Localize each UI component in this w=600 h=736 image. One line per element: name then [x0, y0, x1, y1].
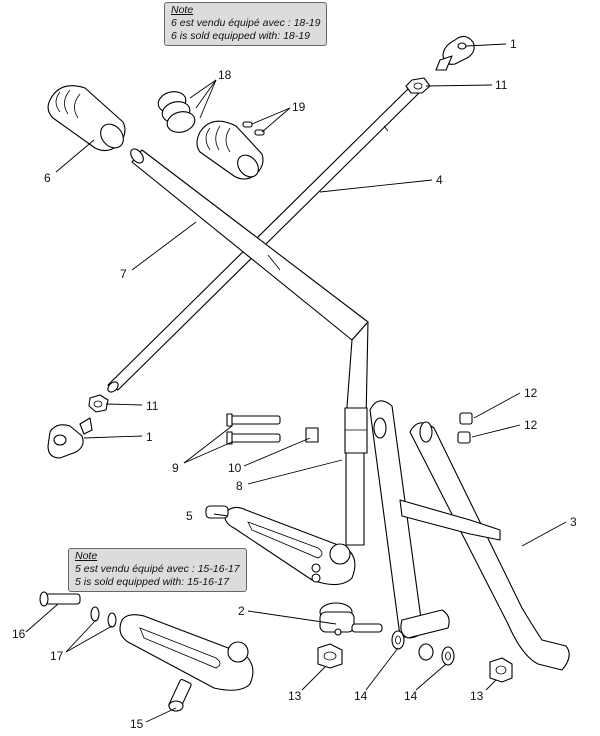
callout-labels: 1 11 18 19 6 4 7 11 1 12 12 9 10 8 5 3 2… — [12, 37, 577, 731]
callout-8: 8 — [236, 479, 243, 493]
note-line-english: 6 is sold equipped with: 18-19 — [171, 30, 310, 42]
part-17-washers — [90, 606, 117, 628]
part-19-pins — [242, 121, 265, 136]
note-heading: Note — [75, 550, 98, 562]
part-13-nut-right — [489, 657, 513, 683]
callout-10: 10 — [228, 461, 242, 475]
callout-1-bottom: 1 — [146, 430, 153, 444]
note-heading: Note — [171, 4, 194, 16]
callout-14-left: 14 — [354, 689, 368, 703]
callout-9: 9 — [172, 461, 179, 475]
callout-14-right: 14 — [404, 689, 418, 703]
callout-1-top: 1 — [510, 37, 517, 51]
part-12-nuts — [457, 412, 473, 444]
leader-lines — [25, 43, 567, 723]
part-6-grip-left — [47, 85, 126, 152]
callout-13-left: 13 — [288, 689, 302, 703]
part-5-arm-upper — [205, 505, 356, 586]
note-box-top: Note 6 est vendu équipé avec : 18-19 6 i… — [164, 2, 328, 46]
part-15-bolt — [168, 678, 192, 712]
note-line-english: 5 is sold equipped with: 15-16-17 — [75, 576, 230, 588]
callout-11-bottom: 11 — [146, 399, 159, 413]
callout-16: 16 — [12, 627, 26, 641]
part-1-rod-end-top — [435, 35, 475, 71]
callout-13-right: 13 — [470, 689, 484, 703]
callout-2: 2 — [238, 604, 245, 618]
part-18-o-rings — [157, 91, 196, 133]
part-7-bar — [130, 148, 369, 546]
part-14-washer-left — [391, 630, 405, 650]
callout-17: 17 — [50, 649, 64, 663]
part-11-nut-top — [405, 77, 431, 94]
part-13-nut-left — [317, 643, 343, 669]
note-line-french: 5 est vendu équipé avec : 15-16-17 — [75, 563, 240, 575]
callout-15: 15 — [130, 717, 144, 731]
callout-4: 4 — [436, 173, 443, 187]
part-10-spacer — [305, 427, 319, 443]
note-box-middle: Note 5 est vendu équipé avec : 15-16-17 … — [68, 548, 247, 592]
callout-12-a: 12 — [524, 386, 538, 400]
callout-5: 5 — [186, 509, 193, 523]
part-16-pin — [39, 591, 81, 607]
part-1-rod-end-bottom — [47, 417, 93, 459]
callout-12-b: 12 — [524, 418, 538, 432]
callout-7: 7 — [120, 267, 127, 281]
part-11-nut-bottom — [88, 394, 109, 413]
part-2-clamp — [319, 602, 383, 636]
callout-18: 18 — [218, 68, 232, 82]
note-line-french: 6 est vendu équipé avec : 18-19 — [171, 17, 321, 29]
part-6-grip-right — [196, 120, 264, 180]
callout-6: 6 — [44, 171, 51, 185]
part-14-bushing — [418, 643, 434, 661]
part-14-washer-right — [441, 646, 455, 666]
part-3-stand-frame — [369, 400, 570, 671]
callout-19: 19 — [292, 100, 306, 114]
callout-3: 3 — [570, 515, 577, 529]
part-5-arm-lower — [119, 614, 254, 691]
callout-11-top: 11 — [495, 78, 508, 92]
part-9-bolts — [226, 413, 281, 445]
